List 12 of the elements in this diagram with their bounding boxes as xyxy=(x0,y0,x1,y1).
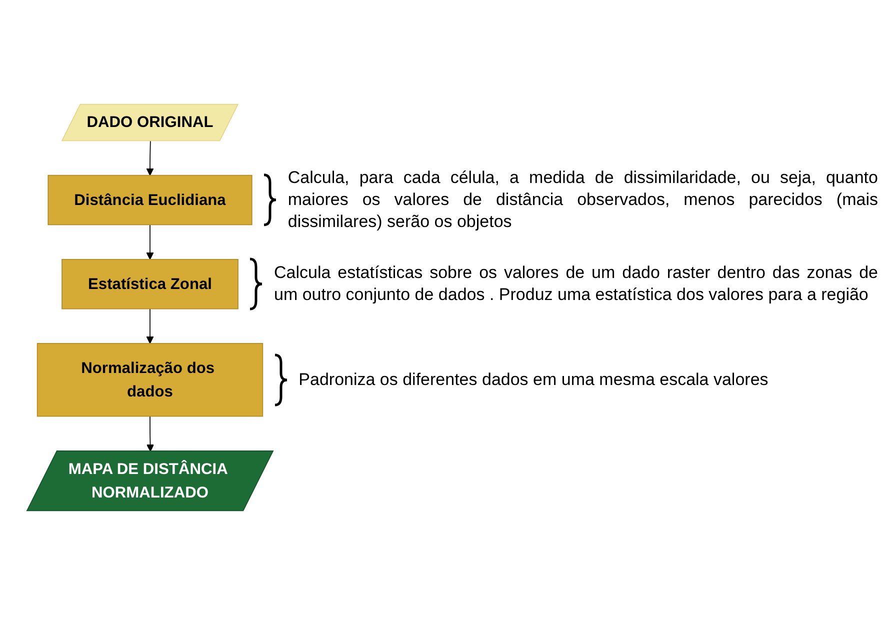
process-box: Distância Euclidiana xyxy=(48,174,252,226)
arrow xyxy=(146,224,154,260)
process-box: Estatística Zonal xyxy=(62,258,238,310)
process-box: MAPA DE DISTÂNCIA NORMALIZADO xyxy=(26,450,274,512)
arrow xyxy=(146,140,154,176)
description-text: Calcula, para cada célula, a medida de dissimilaridade, ou seja, quanto maiores os valores de distância observados, menos parecidos (mais dissimilares) serão os objetos xyxy=(288,166,878,234)
process-box: DADO ORIGINAL xyxy=(61,104,239,142)
description-text: Padroniza os diferentes dados em uma mesma escala valores xyxy=(298,368,770,391)
arrow xyxy=(146,308,154,344)
arrow xyxy=(146,416,154,452)
description-text: Calcula estatísticas sobre os valores de um dado raster dentro das zonas de um outro conjunto de dados . Produz uma estatística dos valores para a região xyxy=(274,262,878,306)
process-box: Normalização dos dados xyxy=(36,343,264,417)
